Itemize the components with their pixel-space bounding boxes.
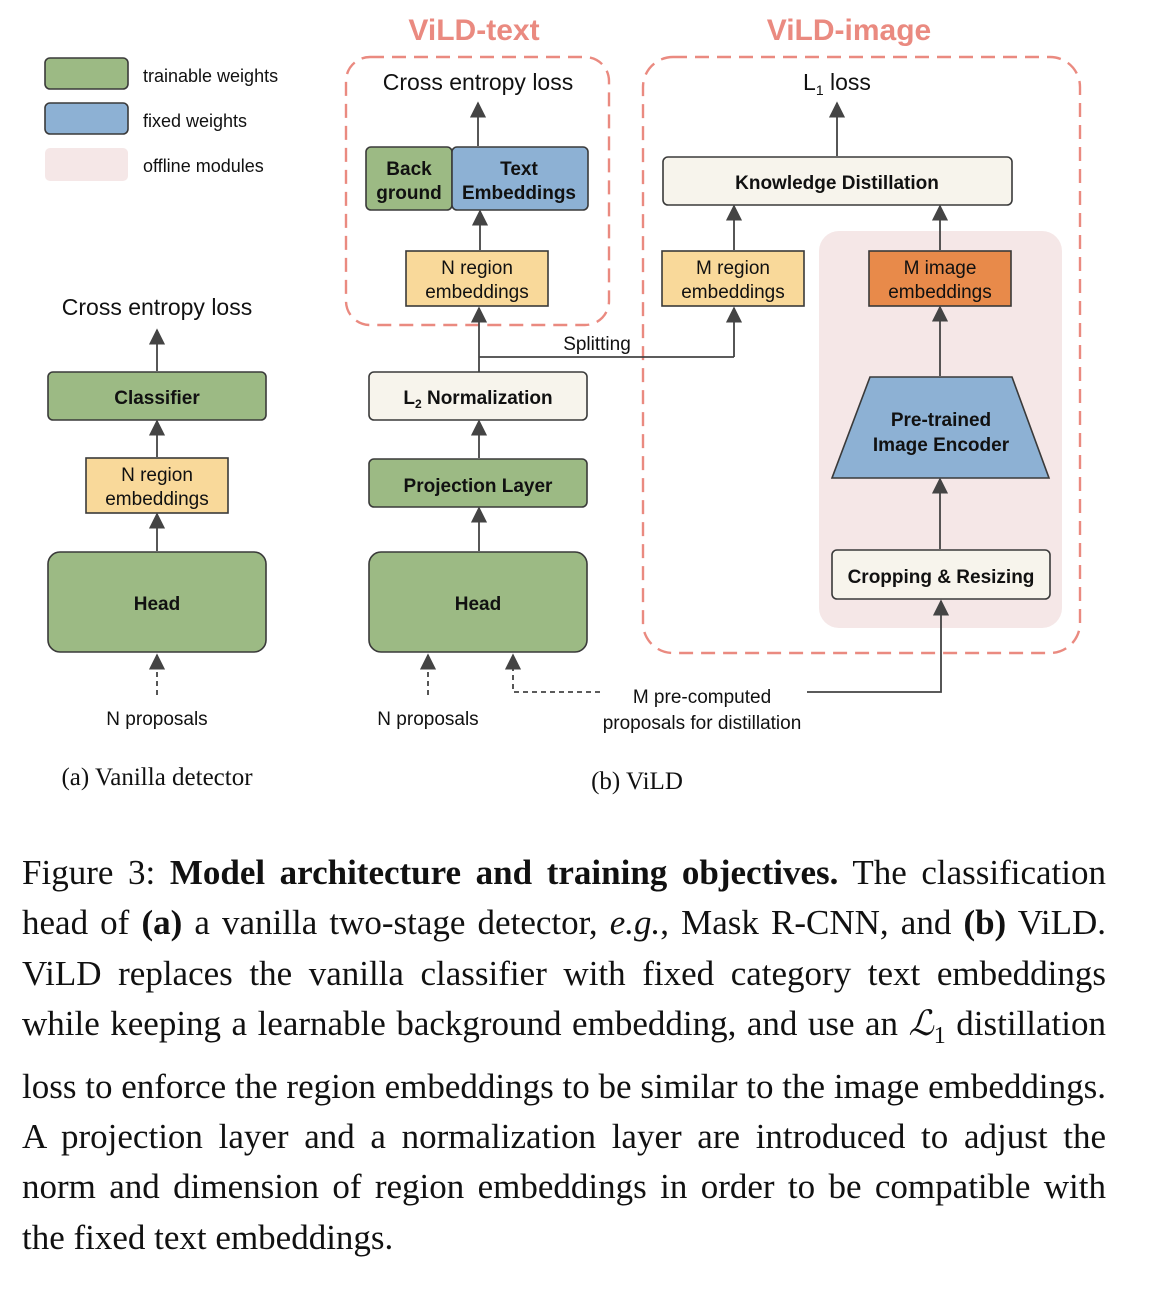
vild-n-region-embeddings-box <box>405 250 549 307</box>
caption-ref-b: (b) <box>963 903 1007 943</box>
caption-math-sub: 1 <box>933 1023 946 1050</box>
vild-n-region-line1: N region <box>441 258 513 279</box>
splitting-label: Splitting <box>563 334 631 355</box>
legend-fixed-swatch <box>44 102 129 135</box>
vild-image-title: ViLD-image <box>767 14 932 47</box>
m-proposals-line1: M pre-computed <box>633 687 771 708</box>
vild-text-loss-label: Cross entropy loss <box>383 69 573 95</box>
caption-text-5: distillation loss to enforce the region … <box>22 1004 1106 1257</box>
architecture-diagram: trainable weights fixed weights offline … <box>44 14 1082 795</box>
vanilla-region-line2: embeddings <box>105 489 209 510</box>
cropping-resizing-box <box>831 549 1051 600</box>
cropping-resizing-label: Cropping & Resizing <box>848 567 1035 588</box>
l2-suffix: Normalization <box>422 388 553 409</box>
vanilla-subcaption: (a) Vanilla detector <box>61 764 253 791</box>
knowledge-distillation-box <box>662 156 1013 206</box>
legend-offline-swatch <box>45 148 128 181</box>
l1-prefix: L <box>803 69 816 95</box>
legend-fixed-label: fixed weights <box>143 111 247 131</box>
background-line1: Back <box>386 159 432 180</box>
vanilla-classifier-label: Classifier <box>114 388 200 409</box>
encoder-line2: Image Encoder <box>873 435 1010 456</box>
m-image-embeddings-box <box>868 250 1012 307</box>
vanilla-region-embeddings-box <box>85 457 229 514</box>
background-line2: ground <box>376 183 441 204</box>
vild-text-group <box>344 55 611 327</box>
vanilla-loss-label: Cross entropy loss <box>62 294 252 320</box>
caption-text-4: ViLD. ViLD replaces the vanilla classifi… <box>22 903 1107 1044</box>
text-embeddings-box <box>451 146 589 211</box>
vanilla-head-label: Head <box>134 594 180 615</box>
m-image-line2: embeddings <box>888 282 992 303</box>
caption-math-l1: ℒ1 <box>908 1004 946 1049</box>
vild-n-proposals-label: N proposals <box>377 709 478 730</box>
legend-trainable-swatch <box>44 57 129 90</box>
vild-subcaption: (b) ViLD <box>591 768 683 795</box>
text-embeddings-line2: Embeddings <box>462 183 576 204</box>
caption-ref-a: (a) <box>141 903 183 943</box>
l2-normalization-label: L2 Normalization <box>403 388 552 411</box>
caption-text-3: , Mask R-CNN, and <box>660 903 964 943</box>
vild-n-region-line2: embeddings <box>425 282 529 303</box>
vanilla-head-box <box>47 551 267 653</box>
l2-prefix: L <box>403 388 415 409</box>
vanilla-region-line1: N region <box>121 465 193 486</box>
caption-text-2: a vanilla two-stage detector, <box>182 903 610 943</box>
l1-loss-label: L1 loss <box>803 69 871 98</box>
legend-offline-label: offline modules <box>143 156 264 176</box>
figure-caption: Figure 3: Model architecture and trainin… <box>22 848 1106 1263</box>
encoder-line1: Pre-trained <box>891 410 991 431</box>
caption-label: Figure 3: <box>22 853 170 892</box>
caption-math-l: ℒ <box>908 1004 934 1044</box>
caption-eg: e.g. <box>609 903 661 943</box>
vild-head-label: Head <box>455 594 501 615</box>
vanilla-detector: Cross entropy loss Classifier N region e… <box>47 294 267 791</box>
caption-text-1: The classification head of <box>22 853 1106 943</box>
projection-layer-label: Projection Layer <box>404 476 553 497</box>
m-proposals-line2: proposals for distillation <box>603 713 802 734</box>
vild-diagram: ViLD-text ViLD-image Cross entropy loss … <box>344 14 1082 795</box>
m-image-line1: M image <box>904 258 977 279</box>
m-region-line1: M region <box>696 258 770 279</box>
vild-image-group <box>641 55 1082 655</box>
knowledge-distillation-label: Knowledge Distillation <box>735 173 939 194</box>
m-region-line2: embeddings <box>681 282 785 303</box>
vild-text-title: ViLD-text <box>408 14 539 47</box>
legend: trainable weights fixed weights offline … <box>44 57 278 181</box>
vanilla-proposals-label: N proposals <box>106 709 207 730</box>
m-region-embeddings-box <box>661 250 805 307</box>
l1-subscript: 1 <box>816 82 824 98</box>
legend-trainable-label: trainable weights <box>143 66 278 86</box>
text-embeddings-line1: Text <box>500 159 538 180</box>
image-encoder-trapezoid <box>830 376 1051 479</box>
caption-title: Model architecture and training objectiv… <box>169 853 839 892</box>
l1-suffix: loss <box>824 69 871 95</box>
l2-subscript: 2 <box>415 397 422 411</box>
vild-head-box <box>368 551 588 653</box>
